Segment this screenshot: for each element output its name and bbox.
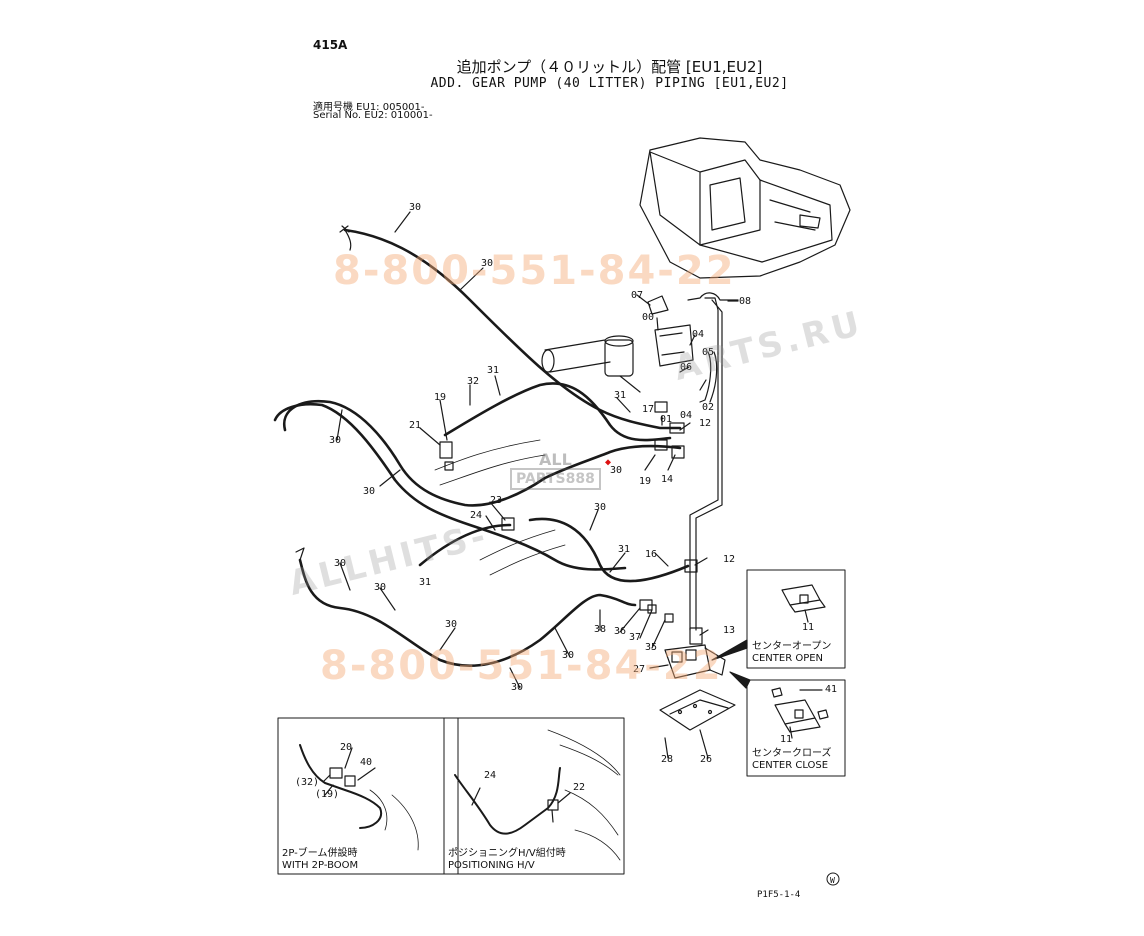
label-31: 31 — [419, 577, 431, 588]
caption-2p-boom-jp: 2P-ブーム併設時 — [282, 848, 358, 859]
label-19: 19 — [639, 476, 651, 487]
label-19: 19 — [434, 392, 446, 403]
watermark-logo-line2: PARTS888 — [510, 468, 601, 490]
label-04: 04 — [680, 410, 692, 421]
label-37: 37 — [629, 632, 641, 643]
label-36: 36 — [614, 626, 626, 637]
caption-positioning-en: POSITIONING H/V — [448, 860, 535, 871]
caption-center-close-en: CENTER CLOSE — [752, 760, 829, 771]
label-11: 11 — [802, 622, 814, 633]
label-01: 01 — [660, 414, 672, 425]
caption-center-open-en: CENTER OPEN — [752, 653, 824, 664]
label-24: 24 — [470, 510, 482, 521]
serial-number: Serial No. EU2: 010001- — [313, 110, 433, 121]
label-32: 32 — [467, 376, 479, 387]
watermark-logo-line1: ALL — [539, 450, 572, 469]
label-07: 07 — [631, 290, 643, 301]
label-04: 04 — [692, 329, 704, 340]
label-24: 24 — [484, 770, 496, 781]
label-30: 30 — [334, 558, 346, 569]
label-20: 20 — [340, 742, 352, 753]
label-27: 27 — [633, 664, 645, 675]
revision-mark: W — [830, 876, 835, 885]
label-30: 30 — [594, 502, 606, 513]
caption-center-open-jp: センターオープン — [752, 641, 832, 652]
red-marker: ◆ — [605, 457, 611, 468]
label-31: 31 — [618, 544, 630, 555]
label-30: 30 — [363, 486, 375, 497]
label-30: 30 — [481, 258, 493, 269]
label-19-ref: (19) — [315, 789, 339, 800]
caption-center-open: センターオープン CENTER OPEN — [752, 641, 831, 665]
label-22: 22 — [573, 782, 585, 793]
label-05: 05 — [702, 347, 714, 358]
label-26: 26 — [700, 754, 712, 765]
pump-cylinder — [541, 335, 641, 393]
title-japanese: 追加ポンプ（４０リットル）配管 [EU1,EU2] — [456, 58, 763, 76]
caption-positioning: ポジショニングH/V組付時 POSITIONING H/V — [448, 848, 566, 872]
label-40: 40 — [360, 757, 372, 768]
caption-2p-boom-en: WITH 2P-BOOM — [282, 860, 359, 871]
title-english: ADD. GEAR PUMP (40 LITTER) PIPING [EU1,E… — [430, 76, 789, 91]
label-38: 38 — [594, 624, 606, 635]
label-30: 30 — [445, 619, 457, 630]
caption-center-close-jp: センタークローズ — [752, 748, 832, 759]
label-32-ref: (32) — [295, 777, 319, 788]
page-code: 415A — [313, 38, 348, 52]
caption-positioning-jp: ポジショニングH/V組付時 — [448, 848, 566, 859]
label-12: 12 — [723, 554, 735, 565]
label-02: 02 — [702, 402, 714, 413]
watermark-logo: ALL PARTS888 — [510, 452, 601, 490]
label-17: 17 — [642, 404, 654, 415]
label-14: 14 — [661, 474, 673, 485]
label-06: 06 — [680, 362, 692, 373]
caption-2p-boom: 2P-ブーム併設時 WITH 2P-BOOM — [282, 848, 358, 872]
control-valve — [659, 644, 736, 731]
label-00: 00 — [642, 312, 654, 323]
label-30: 30 — [409, 202, 421, 213]
excavator-outline — [639, 137, 851, 279]
label-08: 08 — [739, 296, 751, 307]
label-31: 31 — [487, 365, 499, 376]
label-30: 30 — [374, 582, 386, 593]
label-30: 30 — [329, 435, 341, 446]
label-28: 28 — [661, 754, 673, 765]
label-31: 31 — [614, 390, 626, 401]
caption-center-close: センタークローズ CENTER CLOSE — [752, 748, 832, 772]
label-35: 35 — [645, 642, 657, 653]
label-16: 16 — [645, 549, 657, 560]
watermark-phone-top: 8-800-551-84-22 — [333, 248, 736, 294]
label-30: 30 — [610, 465, 622, 476]
figure-code: P1F5-1-4 — [757, 890, 801, 900]
label-30: 30 — [511, 682, 523, 693]
label-12: 12 — [699, 418, 711, 429]
label-41: 41 — [825, 684, 837, 695]
label-23: 23 — [490, 495, 502, 506]
label-30: 30 — [562, 650, 574, 661]
watermark-phone-bottom: 8-800-551-84-22 — [320, 643, 723, 689]
fitting-17 — [654, 401, 668, 413]
label-13: 13 — [723, 625, 735, 636]
serial-applicable: 適用号機 EU1: 005001- — [313, 102, 425, 113]
label-11: 11 — [780, 734, 792, 745]
label-21: 21 — [409, 420, 421, 431]
